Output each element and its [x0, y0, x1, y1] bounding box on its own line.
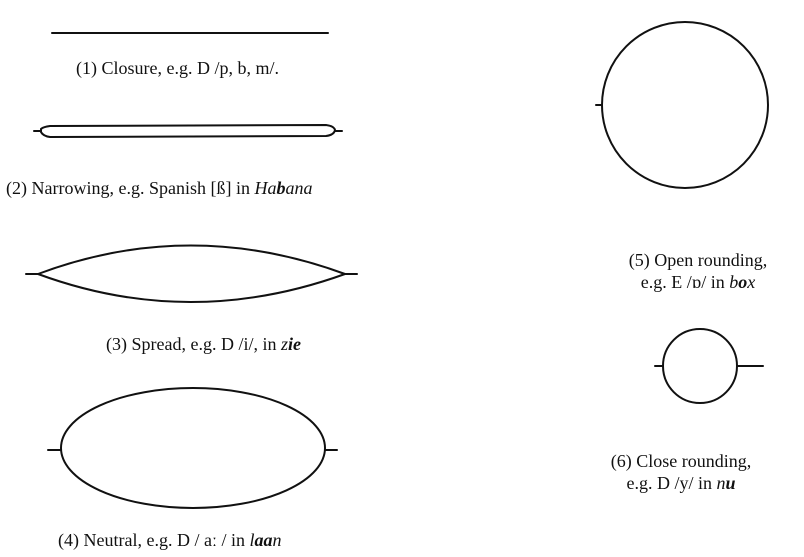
- close-rounding-shape: [654, 328, 764, 404]
- narrowing-shape: [33, 123, 343, 139]
- caption-spread: (3) Spread, e.g. D /i/, in zie: [106, 334, 301, 354]
- caption-narrowing: (2) Narrowing, e.g. Spanish [ß] in Haban…: [6, 178, 313, 198]
- open-rounding-shape: [595, 21, 769, 189]
- spread-shape: [25, 244, 358, 303]
- caption-close-rounding: (6) Close rounding, e.g. D /y/ in nu: [610, 451, 752, 493]
- caption-neutral: (4) Neutral, e.g. D / aː / in laan: [58, 530, 282, 550]
- caption-open-rounding: (5) Open rounding, e.g. E /ɒ/ in box: [628, 250, 768, 292]
- caption-closure: (1) Closure, e.g. D /p, b, m/.: [76, 58, 279, 78]
- neutral-shape: [47, 387, 338, 509]
